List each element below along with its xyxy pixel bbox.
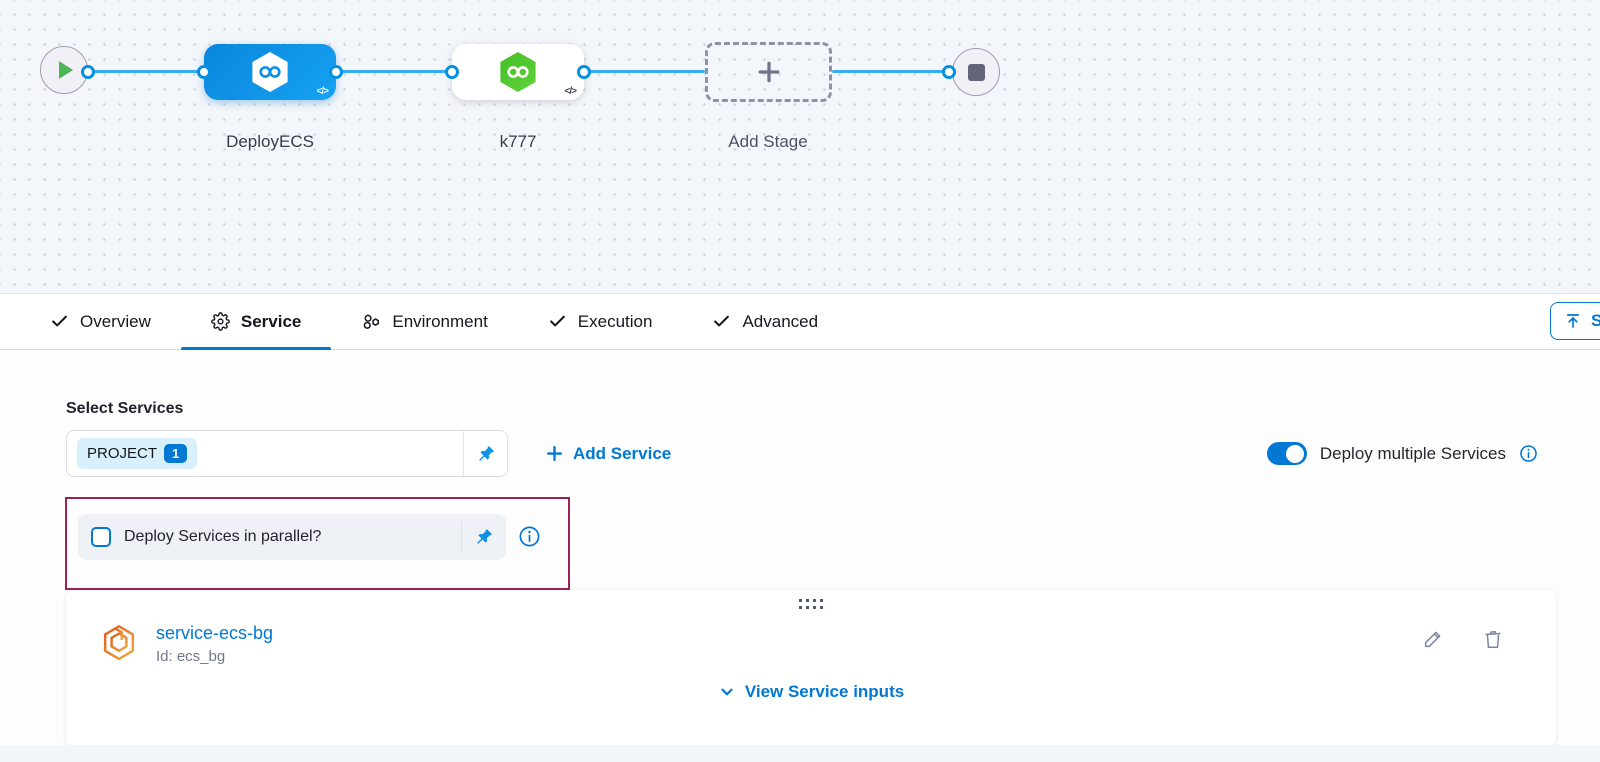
check-icon — [712, 312, 731, 331]
add-service-label: Add Service — [573, 443, 672, 463]
pipeline-canvas: </> DeployECS </> k777 Add Stage — [0, 0, 1600, 293]
active-tab-underline — [180, 347, 332, 350]
service-id-text: Id: ecs_bg — [156, 648, 226, 665]
service-summary-row: service-ecs-bg Id: ecs_bg — [100, 623, 273, 665]
tab-label: Overview — [80, 311, 151, 331]
chevron-down-icon — [721, 688, 733, 696]
code-badge: </> — [564, 86, 578, 97]
stage-node-k777[interactable]: </> — [452, 44, 584, 100]
deploy-parallel-label: Deploy Services in parallel? — [124, 528, 322, 545]
stage-label-deployecs: DeployECS — [226, 132, 314, 151]
edge-addstage-to-end — [832, 70, 948, 73]
pin-icon — [478, 445, 494, 461]
tab-service[interactable]: Service — [180, 294, 332, 350]
deploy-multiple-label: Deploy multiple Services — [1319, 443, 1506, 463]
tab-advanced[interactable]: Advanced — [682, 294, 848, 349]
edge-stage2-to-addstage — [584, 70, 705, 73]
harness-cd-icon — [252, 52, 288, 92]
service-card: service-ecs-bg Id: ecs_bg View Service i… — [66, 590, 1556, 746]
tab-label: Advanced — [742, 311, 819, 331]
harness-cd-icon — [500, 52, 536, 92]
project-scope-tag[interactable]: PROJECT 1 — [77, 438, 198, 469]
edge-start-to-stage1 — [88, 70, 204, 73]
tab-execution[interactable]: Execution — [518, 294, 683, 349]
service-name-link[interactable]: service-ecs-bg — [156, 623, 274, 643]
annotation-highlight-box — [65, 497, 570, 590]
select-services-input[interactable]: PROJECT 1 — [66, 430, 508, 477]
stage-config-tabbar: Overview Service Environment Execution — [0, 293, 1600, 350]
project-tag-label: PROJECT — [87, 445, 158, 462]
save-button[interactable]: S — [1550, 302, 1600, 340]
plus-icon — [546, 445, 563, 462]
deploy-multiple-toggle[interactable] — [1266, 442, 1307, 465]
info-button[interactable] — [518, 525, 541, 553]
pipeline-end-node — [952, 48, 1000, 96]
view-service-inputs-link[interactable]: View Service inputs — [66, 682, 1556, 702]
connector-port — [197, 65, 211, 79]
connector-port — [81, 65, 95, 79]
connector-port — [577, 65, 591, 79]
check-icon — [50, 312, 69, 331]
select-services-label: Select Services — [66, 400, 184, 417]
pipeline-start-node — [40, 46, 88, 94]
plus-icon — [758, 61, 779, 83]
info-icon[interactable] — [1519, 444, 1538, 463]
connector-port — [329, 65, 343, 79]
upload-icon — [1566, 314, 1580, 328]
gear-icon — [210, 312, 230, 331]
service-hexagon-icon — [103, 625, 135, 661]
stop-icon — [967, 63, 985, 81]
stage-label-add-stage: Add Stage — [728, 132, 808, 151]
deploy-multiple-row: Deploy multiple Services — [1266, 430, 1538, 477]
pin-icon — [477, 529, 492, 544]
connector-port — [445, 65, 459, 79]
play-icon — [59, 61, 73, 79]
add-service-button[interactable]: Add Service — [545, 430, 671, 477]
tab-environment[interactable]: Environment — [331, 294, 517, 349]
view-service-inputs-label: View Service inputs — [744, 682, 905, 701]
pencil-icon — [1424, 631, 1441, 648]
project-tag-count-badge: 1 — [164, 444, 188, 463]
add-stage-button[interactable] — [705, 42, 832, 102]
delete-service-button[interactable] — [1482, 628, 1504, 650]
tab-overview[interactable]: Overview — [20, 294, 181, 349]
service-tab-panel: Select Services PROJECT 1 Add Service De… — [0, 351, 1600, 762]
check-icon — [548, 312, 567, 331]
pin-button[interactable] — [462, 514, 506, 560]
tag-container: PROJECT 1 — [67, 438, 463, 469]
page-background-strip — [0, 745, 1600, 762]
stage-label-k777: k777 — [499, 132, 537, 151]
pin-button[interactable] — [463, 431, 507, 476]
tab-label: Execution — [577, 311, 653, 331]
edge-stage1-to-stage2 — [336, 70, 452, 73]
trash-icon — [1485, 630, 1501, 648]
connector-port — [942, 65, 956, 79]
deploy-parallel-field: Deploy Services in parallel? — [78, 514, 506, 560]
code-badge: </> — [316, 86, 330, 97]
stage-node-deployecs[interactable]: </> — [204, 44, 336, 100]
deploy-parallel-checkbox[interactable] — [91, 527, 111, 547]
toggle-knob — [1286, 444, 1305, 463]
environment-icon — [361, 312, 381, 332]
tab-label: Service — [240, 311, 302, 331]
edit-service-button[interactable] — [1422, 628, 1444, 650]
divider — [461, 522, 462, 552]
info-icon — [519, 526, 540, 547]
service-card-actions — [1422, 628, 1504, 650]
drag-handle[interactable] — [799, 599, 823, 609]
save-button-label: S — [1591, 311, 1600, 330]
tab-label: Environment — [392, 311, 488, 331]
service-identity: service-ecs-bg Id: ecs_bg — [156, 623, 273, 665]
